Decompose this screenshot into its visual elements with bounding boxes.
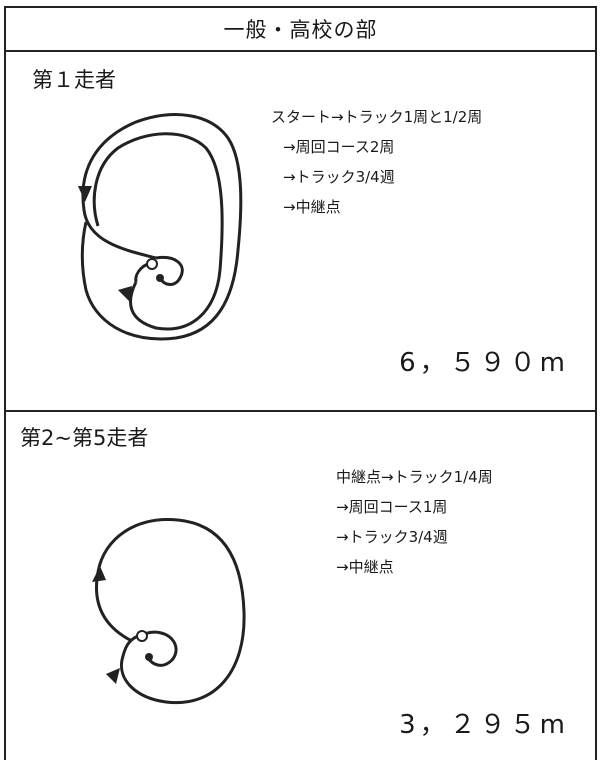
direction-arrow-left bbox=[92, 566, 106, 582]
route-step: →周回コース1周 bbox=[336, 498, 448, 516]
route-step: スタート→トラック1周と1/2周 bbox=[271, 108, 483, 126]
course-inner-loop bbox=[92, 132, 224, 331]
route-description: 中継点→トラック1/4周 →周回コース1周 →トラック3/4週 →中継点 bbox=[336, 462, 493, 582]
course-sheet: 一般・高校の部 第１走者 スタート→トラック1周と1/2周 →周回コース2周 →… bbox=[4, 6, 597, 760]
relay-point-filled bbox=[145, 653, 153, 661]
route-step: →中継点 bbox=[283, 198, 341, 216]
distance-value: 3，２９５m bbox=[399, 710, 569, 740]
course-loop bbox=[95, 518, 246, 705]
runner-label: 第１走者 bbox=[32, 68, 116, 92]
direction-arrow-bottom bbox=[118, 286, 132, 302]
route-step: →周回コース2周 bbox=[283, 138, 395, 156]
page-title: 一般・高校の部 bbox=[6, 8, 595, 52]
route-step: →トラック3/4週 bbox=[336, 528, 448, 546]
runner-label: 第2~第5走者 bbox=[20, 426, 149, 450]
direction-arrow-bottom bbox=[106, 668, 120, 684]
direction-arrow-left bbox=[78, 186, 92, 202]
route-step: 中継点→トラック1/4周 bbox=[336, 468, 493, 486]
route-description: スタート→トラック1周と1/2周 →周回コース2周 →トラック3/4週 →中継点 bbox=[271, 102, 482, 222]
relay-point-filled bbox=[156, 274, 164, 282]
relay-point-open bbox=[136, 630, 148, 642]
distance-value: 6，５９０m bbox=[399, 348, 569, 378]
course-outer-loop bbox=[80, 113, 243, 341]
section-second-to-fifth-runner: 第2~第5走者 中継点→トラック1/4周 →周回コース1周 →トラック3/4週 … bbox=[6, 412, 595, 762]
course-diagram-relay-runners bbox=[92, 518, 246, 705]
section-first-runner: 第１走者 スタート→トラック1周と1/2周 →周回コース2周 →トラック3/4週… bbox=[6, 50, 595, 412]
course-diagram-first-runner bbox=[78, 113, 243, 341]
route-step: →中継点 bbox=[336, 558, 394, 576]
start-point-open bbox=[146, 258, 158, 270]
route-step: →トラック3/4週 bbox=[283, 168, 395, 186]
